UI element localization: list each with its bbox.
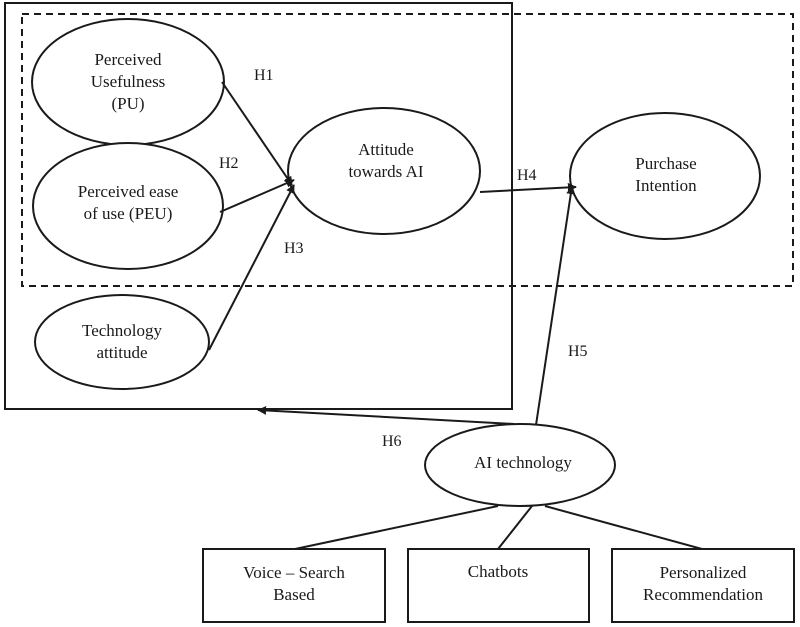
pu-label: Perceived Usefulness (PU) (90, 50, 166, 113)
voice-search-label: Voice – Search Based (243, 563, 345, 604)
arrow-h6 (257, 405, 515, 425)
ai-technology-label: AI technology (474, 453, 572, 472)
ai-technology-ellipse (424, 423, 616, 507)
h3-label: H3 (284, 240, 304, 257)
h4-label: H4 (517, 167, 537, 184)
dashed-frame (21, 13, 794, 287)
chatbots-box (407, 548, 590, 623)
chatbots-label: Chatbots (467, 562, 529, 581)
arrow-h1 (221, 81, 293, 186)
arrow-h4 (479, 182, 577, 193)
peu-label: Perceived ease of use (PEU) (77, 182, 179, 223)
tech-attitude-label: Technology attitude (81, 321, 163, 362)
attitude-ai-label: Attitude towards AI (348, 140, 424, 181)
personalized-box (611, 548, 795, 623)
arrow-h3 (208, 184, 295, 351)
personalized-label: Personalized Recommendation (643, 563, 763, 604)
tech-attitude-ellipse (34, 294, 210, 390)
connector-voice (294, 505, 499, 550)
peu-ellipse (32, 142, 224, 270)
arrow-h5 (535, 185, 576, 426)
voice-search-box (202, 548, 386, 623)
connector-personalized (544, 505, 703, 550)
connector-chatbots (497, 505, 533, 550)
attitude-ai-ellipse (287, 107, 481, 235)
purchase-intention-ellipse (569, 112, 761, 240)
purchase-intention-label: Purchase Intention (635, 154, 697, 195)
h5-label: H5 (568, 343, 588, 360)
h2-label: H2 (219, 155, 239, 172)
h6-label: H6 (382, 433, 402, 450)
arrow-h2 (219, 179, 295, 213)
h1-label: H1 (254, 67, 274, 84)
